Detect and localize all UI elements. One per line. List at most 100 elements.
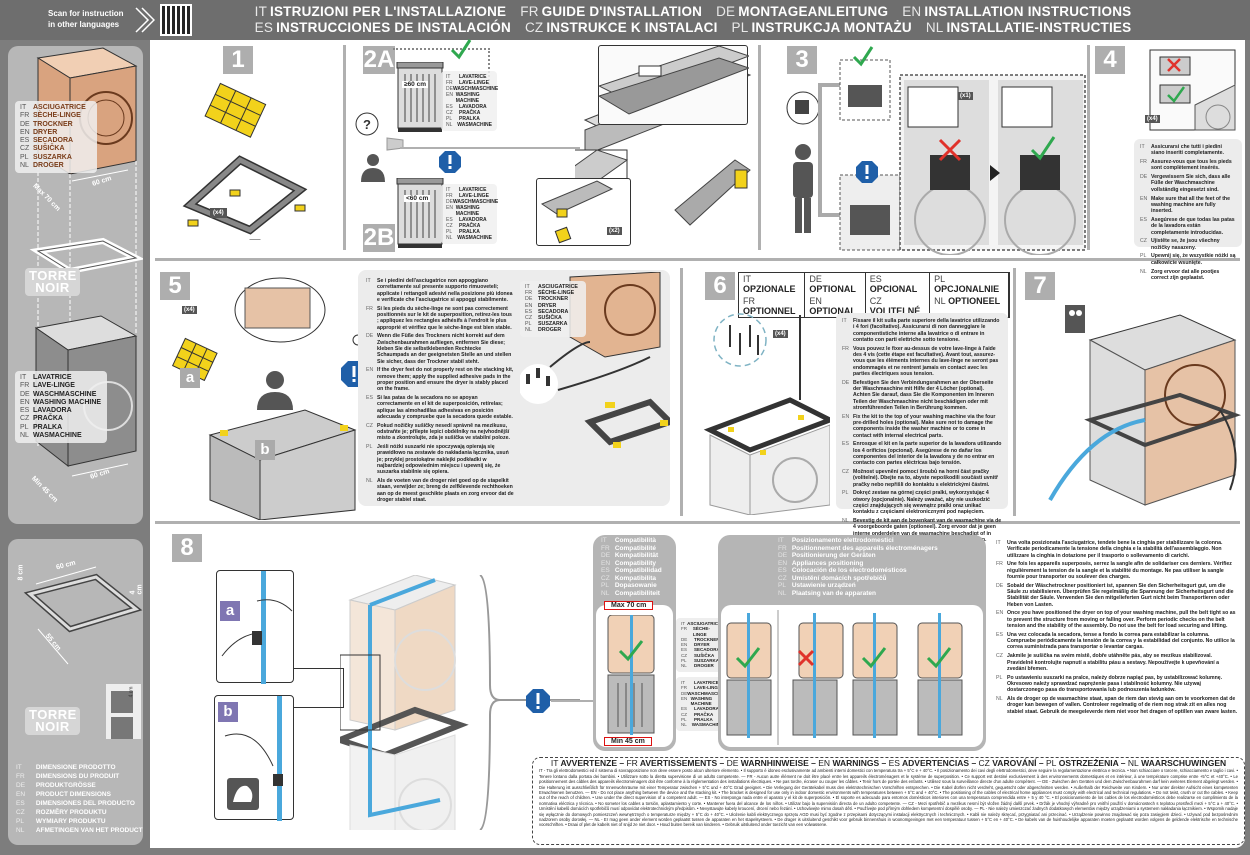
lang-code: IT [446,187,451,193]
lang-code: FR [366,305,373,312]
list-item: CZ ROZMĚRY PRODUKTU [16,808,143,817]
lang-code: EN [681,642,688,648]
list-item: FR LAVE-LINGE [446,193,492,199]
paragraph: ES Una vez colocada la secadora, tense a… [996,632,1239,651]
lang-code: CZ [16,809,25,816]
lang-code: FR [446,193,453,199]
lang-code: IT [16,764,22,771]
lang-code: ES [446,217,453,223]
item-text: PRAČKA [459,110,481,116]
list-item: EN Appliances positioning [778,560,938,568]
list-item: PL SUSZARKA [525,321,581,327]
paragraph: FR Si les pieds du sèche-linge ne sont p… [366,306,514,331]
scan-instruction: Scan for instruction in other languages [48,8,124,30]
list-item: DE TROCKNER [20,121,92,129]
lang-code: FR [842,345,849,352]
item-text: LAVATRICE [694,680,719,685]
positioning-examples-illustration [726,610,963,745]
item-text: ASCIUGATRICE [538,284,578,290]
lang-code: PL [446,116,453,122]
warning-title-text: ADVERTENCIAS [902,758,970,768]
lang-code: DE [446,199,453,205]
compatibility-inner: Max 70 cm Min 45 cm [596,601,673,747]
item-text: Enrosque el kit en la parte superior de … [853,441,1002,467]
dotted-frame [393,48,490,88]
lang-code: FR [681,626,687,632]
paragraph: DE Sobald der Wäschetrockner positionier… [996,583,1239,608]
lang-code: PL [842,490,849,497]
lang-code: CZ [446,223,453,229]
quantity-badge: (x4) [1145,115,1160,123]
item-text: Fissare il kit sulla parte superiore del… [853,318,1000,343]
lang-code: CZ [20,145,30,153]
lang-code: DE [681,636,688,642]
item-text: LAVE-LINGE [459,80,489,86]
item-text: SUŠIČKA [33,145,65,153]
lang-code: PL [446,229,453,235]
person-question-icon: ? [355,112,404,182]
divider [1013,268,1016,516]
step-8-instructions: IT Una volta posizionata l'asciugatrice,… [990,535,1245,750]
list-item: ES Colocación de los electrodomésticos [778,567,938,575]
qr-code[interactable] [160,4,192,36]
pad-detail-illustration [540,180,614,244]
paragraph: IT Se i piedini dell'asciugatrice non ap… [366,278,514,303]
list-item: IT Compatibilità [601,537,662,545]
lang-code: EN [818,758,831,768]
list-item: NL WASMACHINE [446,235,492,241]
lang-code: PL [366,444,373,451]
lang-code: DE [726,758,739,768]
lang-code: FR [16,773,25,780]
lang-code: CZ [869,296,882,306]
lang-code: PL [681,717,687,723]
warnings-box: IT AVVERTENZE – FR AVERTISSEMENTS – DE W… [532,757,1245,845]
item-text: Upewnij się, że wszystkie nóżki są całko… [1151,253,1236,266]
chevron-right-icon [135,7,155,33]
lang-code: PL [1045,758,1057,768]
item-text: Ustawienie urządzeń [791,582,856,589]
paragraph: CZ Pokud nožičky sušičky nesedí správně … [366,423,514,442]
item-text: Si les pieds du sèche-linge ne sont pas … [377,305,512,331]
list-item: PL WYMIARY PRODUKTU [16,817,143,826]
item-text: LAVATRICE [459,187,487,193]
lang-code: IT [446,74,451,80]
item-text: LAVE-LINGE [459,193,489,199]
item-text: PRODUCT DIMENSIONS [35,791,111,798]
item-text: Dopasowanie [614,582,657,589]
lang-code: PL [1140,253,1147,260]
lang-code: EN [446,92,453,98]
min-height-label: Min 45 cm [604,737,652,746]
lang-code: CZ [525,315,533,322]
detail-inset: (x2) [536,178,631,246]
list-item: IT LAVATRICE [446,74,492,80]
lang-code: IT [20,104,27,111]
lang-code: PL [20,423,29,431]
warning-title-text: AVERTISSEMENTS [639,758,718,768]
item-text: PRALKA [459,116,480,122]
paragraph: EN Once you have positioned the dryer on… [996,610,1239,629]
lang-code: DE [1140,174,1148,181]
lang-code: ES [681,706,688,712]
list-item: CZ PRAČKA [20,415,102,423]
step-7-illustration [1048,305,1242,506]
item-text: Asegúrese de que todas las patas de la l… [1151,216,1235,236]
step-8-badge: 8 [172,534,202,562]
list-item: DE WASCHMASCHINE [446,199,498,205]
lang-code: EN [1140,195,1148,202]
lang-code: NL [446,235,453,241]
lang-code: CZ [842,469,849,476]
list-item: CZ PRAČKA [681,712,723,717]
lang-code: CZ [978,758,990,768]
divider [343,45,346,250]
item-text: SECADORA [33,137,74,145]
list-item: IT DIMENSIONE PRODOTTO [16,763,143,772]
list-item: DE Kompatibilität [601,552,662,560]
compatible-stack-illustration [607,615,655,735]
step-5-instructions: IT Se i piedini dell'asciugatrice non ap… [360,273,520,503]
list-item: NL DROGER [525,327,581,333]
